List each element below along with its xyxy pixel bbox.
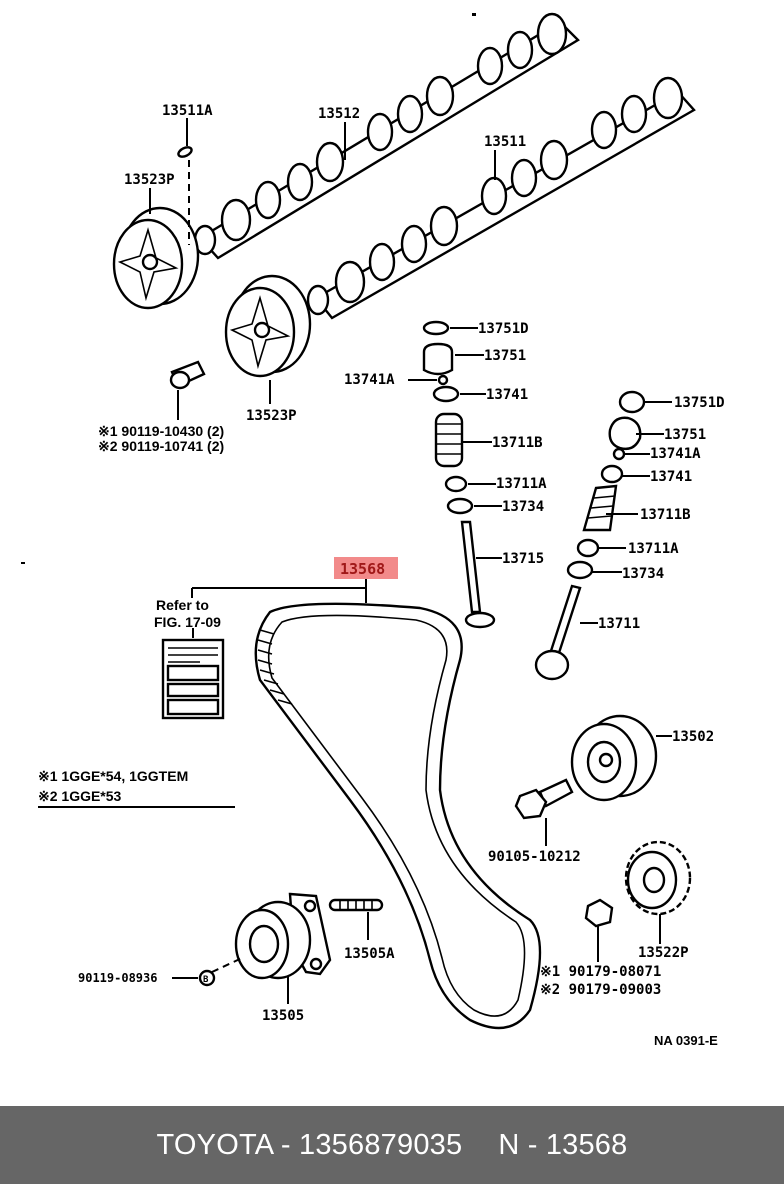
label-left-13751d[interactable]: 13751D <box>478 321 529 337</box>
label-left-13715[interactable]: 13715 <box>502 551 544 567</box>
label-bolt-2[interactable]: ※2 90119-10741 (2) <box>98 438 224 454</box>
cam-pulley-bolt[interactable] <box>169 360 206 390</box>
nut-90179[interactable] <box>584 898 614 928</box>
label-13522p[interactable]: 13522P <box>638 945 689 961</box>
figure-code: NA 0391-E <box>654 1033 718 1048</box>
crank-gear-13522p[interactable] <box>624 840 692 916</box>
label-90119-08936[interactable]: 90119-08936 <box>78 971 157 985</box>
label-right-13741a[interactable]: 13741A <box>650 446 701 462</box>
label-left-13711b[interactable]: 13711B <box>492 435 543 451</box>
label-90105-10212[interactable]: 90105-10212 <box>488 849 581 865</box>
bolt-90105-10212[interactable] <box>514 778 574 820</box>
svg-text:B: B <box>203 975 209 985</box>
label-left-13751[interactable]: 13751 <box>484 348 526 364</box>
camshaft-13511[interactable] <box>306 76 696 320</box>
label-13523p-top[interactable]: 13523P <box>124 172 175 188</box>
valve-stack-left[interactable] <box>422 320 496 629</box>
label-left-13741a[interactable]: 13741A <box>344 372 395 388</box>
label-right-13751d[interactable]: 13751D <box>674 395 725 411</box>
belt-part-number[interactable]: 13568 <box>340 560 385 578</box>
label-13505[interactable]: 13505 <box>262 1008 304 1024</box>
footer-reference-number: N - 13568 <box>498 1128 628 1161</box>
label-right-13711a[interactable]: 13711A <box>628 541 679 557</box>
label-left-13711a[interactable]: 13711A <box>496 476 547 492</box>
cam-pulley-13523p-lower[interactable] <box>224 274 312 378</box>
footer-brand-part-number: TOYOTA - 1356879035 <box>156 1128 463 1161</box>
timing-belt-13568[interactable] <box>254 602 542 1030</box>
label-left-13741[interactable]: 13741 <box>486 387 528 403</box>
label-right-13711[interactable]: 13711 <box>598 616 640 632</box>
footer-bar: TOYOTA - 1356879035 N - 13568 <box>0 1106 784 1184</box>
speck <box>21 562 25 564</box>
label-13523p-bottom[interactable]: 13523P <box>246 408 297 424</box>
reference-card[interactable] <box>161 638 225 720</box>
label-gear-bolt-1[interactable]: ※1 90179-08071 <box>540 964 661 980</box>
key-13511a[interactable] <box>177 145 193 158</box>
label-right-13741[interactable]: 13741 <box>650 469 692 485</box>
parts-diagram: 13568 <box>21 12 725 1048</box>
note-line-2: ※2 1GGE*53 <box>38 788 122 804</box>
refer-text-line2[interactable]: FIG. 17-09 <box>154 614 221 630</box>
label-gear-bolt-2[interactable]: ※2 90179-09003 <box>540 982 661 998</box>
label-13505a[interactable]: 13505A <box>344 946 395 962</box>
spring-13505a[interactable] <box>328 898 384 912</box>
belt-highlight <box>334 557 398 579</box>
label-13511[interactable]: 13511 <box>484 134 526 150</box>
label-13511a[interactable]: 13511A <box>162 103 213 119</box>
label-right-13711b[interactable]: 13711B <box>640 507 691 523</box>
circle-b-marker <box>198 969 216 987</box>
label-13512[interactable]: 13512 <box>318 106 360 122</box>
label-13502[interactable]: 13502 <box>672 729 714 745</box>
label-left-13734[interactable]: 13734 <box>502 499 544 515</box>
label-right-13734[interactable]: 13734 <box>622 566 664 582</box>
label-right-13751[interactable]: 13751 <box>664 427 706 443</box>
note-line-1: ※1 1GGE*54, 1GGTEM <box>38 768 188 784</box>
idler-pulley-13502[interactable] <box>570 714 658 802</box>
refer-text-line1: Refer to <box>156 597 209 613</box>
tensioner-13505[interactable] <box>234 892 332 980</box>
camshaft-13512[interactable] <box>193 12 580 260</box>
speck <box>472 13 476 16</box>
cam-pulley-13523p-upper[interactable] <box>112 206 200 310</box>
valve-stack-right[interactable] <box>534 390 646 681</box>
label-bolt-1[interactable]: ※1 90119-10430 (2) <box>98 423 224 439</box>
